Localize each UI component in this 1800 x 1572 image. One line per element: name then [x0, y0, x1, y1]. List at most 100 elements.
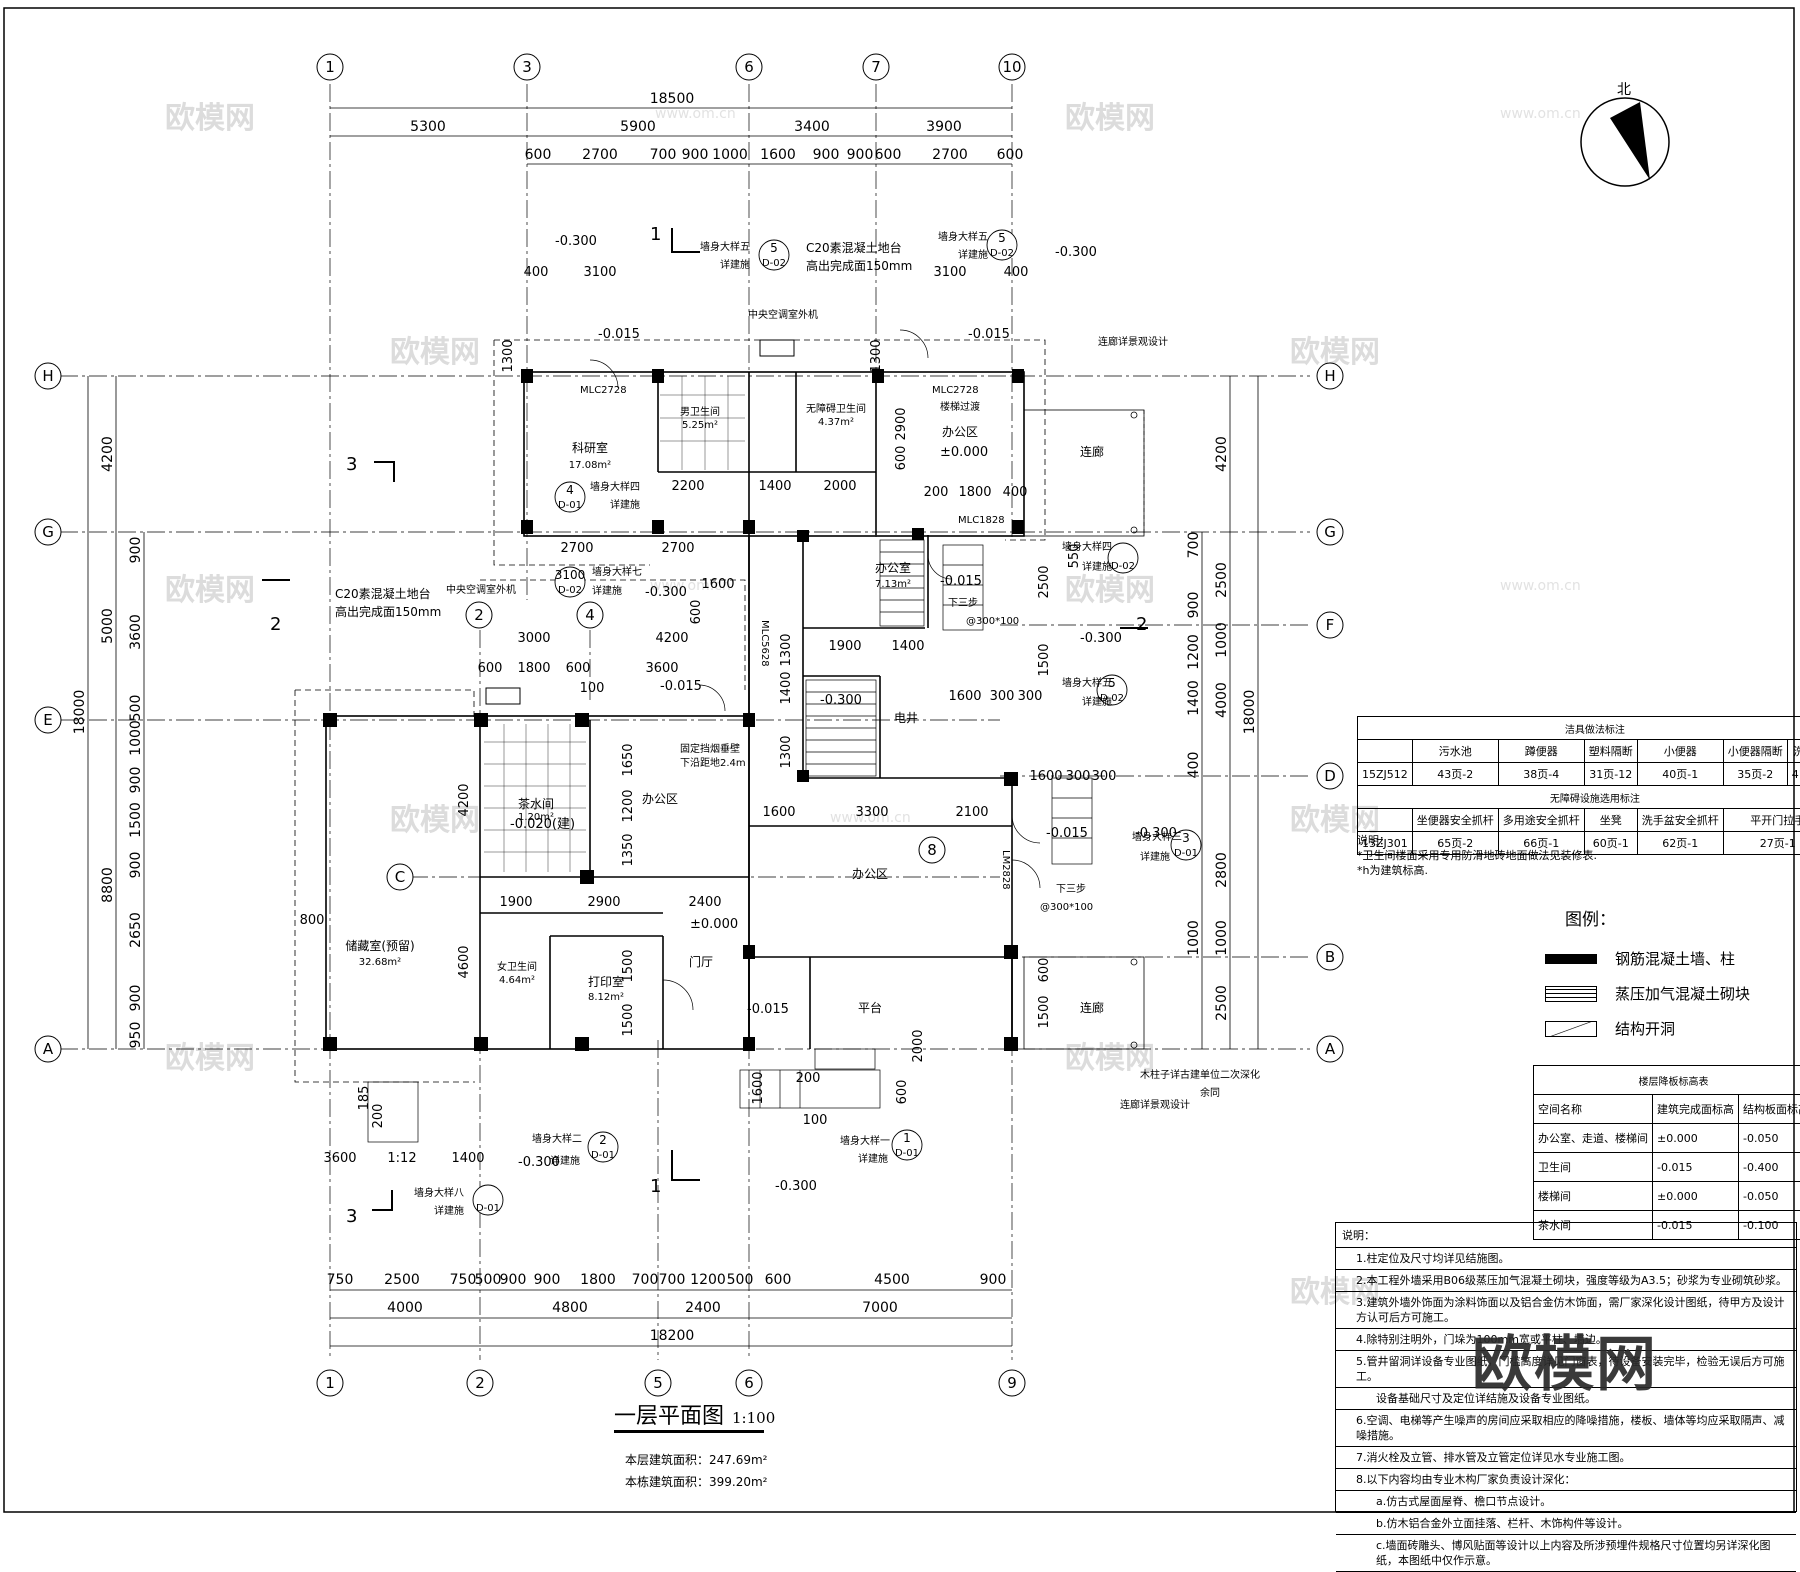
dim-bottom: 2400: [685, 1300, 721, 1316]
door-tag: MLC5628: [759, 620, 770, 667]
dim-bottom: 900: [534, 1272, 561, 1288]
inner-dim: 3600: [323, 1151, 356, 1166]
dim-top: 3400: [794, 119, 830, 135]
inner-dim: 1500: [621, 1003, 636, 1036]
table-cell: -0.050: [1739, 1124, 1800, 1153]
dim-right: 4200: [1214, 436, 1230, 472]
room-name: 连廊: [1080, 444, 1104, 459]
dim-top: 900: [813, 147, 840, 163]
inner-dim: 1400: [779, 671, 794, 704]
inner-dim: 1600: [948, 689, 981, 704]
door-tag: MLC1828: [958, 515, 1005, 526]
concrete-swatch: [1545, 954, 1597, 964]
stair-note: @300*100: [1040, 902, 1093, 913]
room-area: 5.25m²: [682, 420, 718, 431]
inner-dim: 1500: [621, 949, 636, 982]
elevation: -0.300: [1055, 245, 1097, 260]
room-area: 17.08m²: [569, 460, 611, 471]
table-header: [1358, 740, 1413, 763]
axis-label-right: G: [1324, 523, 1336, 541]
inner-dim: 2500: [1037, 565, 1052, 598]
fixtures-note: *h为建筑标高.: [1357, 863, 1597, 878]
fixtures-note: *卫生间楼面采用专用防滑地砖地面做法见装修表.: [1357, 848, 1597, 863]
legend-label: 蒸压加气混凝土砌块: [1615, 983, 1750, 1004]
legend-label: 结构开洞: [1615, 1018, 1675, 1039]
elevation: -0.300: [775, 1179, 817, 1194]
dim-total-right: 18000: [1242, 690, 1258, 735]
elevation: -0.300: [1080, 631, 1122, 646]
dim-right: 2800: [1214, 852, 1230, 888]
wall-detail: 墙身大样二: [532, 1132, 582, 1145]
wall-detail-ref: 详建施: [958, 248, 988, 261]
table-header: 空间名称: [1534, 1095, 1653, 1124]
inner-dim: 800: [300, 913, 325, 928]
dim-left: 1000: [128, 720, 144, 756]
inner-dim: 1600: [1029, 769, 1062, 784]
table-cell: 62页-1: [1637, 832, 1723, 855]
wall-detail: 墙身大样三: [1132, 830, 1182, 843]
pole-note-2: 余同: [1200, 1086, 1220, 1099]
dim-top: 1600: [760, 147, 796, 163]
table-header: 坐便器安全抓杆: [1412, 809, 1498, 832]
table-cell: -0.050: [1739, 1182, 1800, 1211]
room-name: 门厅: [689, 954, 713, 969]
elevation: -0.015: [968, 327, 1010, 342]
wall-detail-ref: 详建施: [550, 1154, 580, 1167]
room-area: 4.37m²: [818, 417, 854, 428]
dim-top: 5300: [410, 119, 446, 135]
stairs: [368, 540, 1092, 1142]
inner-dim: 200: [924, 485, 949, 500]
watermark-logo: 欧模网: [1472, 1316, 1658, 1403]
dim-left: 950: [128, 1022, 144, 1049]
inner-dim: 4600: [457, 945, 472, 978]
dim-left: 4200: [100, 436, 116, 472]
wall-detail: 墙身大样七: [592, 565, 642, 578]
wall-detail-ref: 详建施: [720, 258, 750, 271]
watermark: 欧模网: [165, 101, 255, 136]
inner-dim: 600: [895, 1080, 910, 1105]
inner-dim: 1600: [751, 1071, 766, 1104]
table-cell: 27页-1: [1723, 832, 1800, 855]
axis-label-inner: 2: [474, 606, 484, 624]
room-name: 打印室: [588, 974, 624, 989]
callout-sheet: D-02: [990, 248, 1014, 259]
inner-dim: 1300: [779, 633, 794, 666]
dim-left: 900: [128, 767, 144, 794]
axis-label-bottom: 2: [475, 1374, 485, 1392]
table-cell: ±0.000: [1653, 1182, 1739, 1211]
wall-detail-ref: 详建施: [1082, 560, 1112, 573]
inner-dim: 1800: [958, 485, 991, 500]
inner-dim: 2000: [911, 1029, 926, 1062]
table-header: 小便器隔断: [1723, 740, 1787, 763]
dim-bottom: 4500: [874, 1272, 910, 1288]
dim-total-top: 18500: [650, 91, 695, 107]
dim-right: 1400: [1186, 680, 1202, 716]
elevation: -0.300: [645, 585, 687, 600]
inner-dim: 200: [796, 1071, 821, 1086]
watermark-url: www.om.cn: [1500, 106, 1581, 122]
dim-left: 8800: [100, 867, 116, 903]
elevation: ±0.000: [940, 445, 988, 460]
room-name: 办公区: [642, 791, 678, 806]
axis-label-right: A: [1325, 1040, 1336, 1058]
dim-right: 1000: [1214, 920, 1230, 956]
inner-dim: 1650: [621, 743, 636, 776]
inner-dim: 2700: [560, 541, 593, 556]
dim-right: 1200: [1186, 634, 1202, 670]
inner-dim: 400: [524, 265, 549, 280]
section-label: 1: [650, 1176, 661, 1197]
axis-label-inner: 4: [585, 606, 595, 624]
stair-note: @300*100: [966, 616, 1019, 627]
note-item: a.仿古式屋面屋脊、檐口节点设计。: [1336, 1491, 1796, 1513]
table-cell: 15ZJ512: [1358, 763, 1413, 786]
c20-note: C20素混凝土地台: [806, 240, 902, 255]
floor-area: 本层建筑面积：247.69m²: [625, 1449, 768, 1471]
dim-left: 5000: [100, 608, 116, 644]
drawing-scale: 1:100: [732, 1409, 775, 1427]
wall-detail-ref: 详建施: [1140, 850, 1170, 863]
table-cell: 38页-4: [1498, 763, 1584, 786]
dim-top: 2700: [582, 147, 618, 163]
elevation: -0.015: [598, 327, 640, 342]
axis-labels: 1 3 6 7 10 1 2 5 6 9 H G E A H G F D B A…: [42, 58, 1336, 1392]
